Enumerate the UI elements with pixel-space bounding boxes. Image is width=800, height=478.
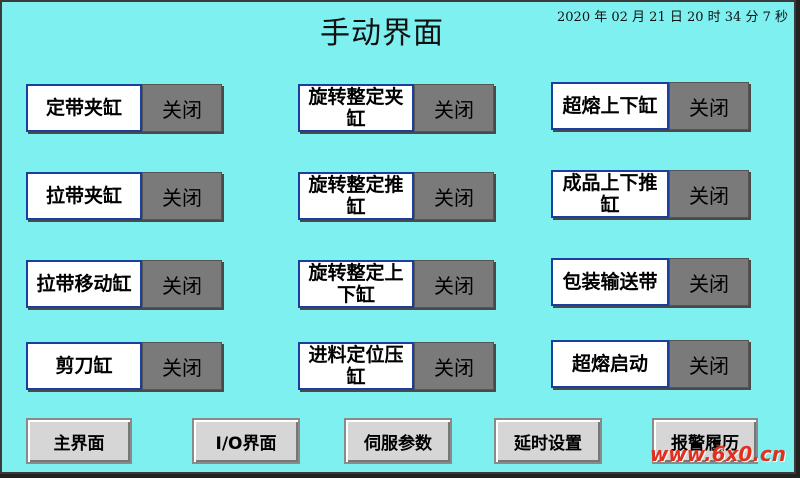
control-label: 超熔启动: [551, 340, 669, 388]
control-label: 定带夹缸: [26, 84, 142, 132]
control-label: 旋转整定夹缸: [298, 84, 414, 132]
control-label: 拉带移动缸: [26, 260, 142, 308]
control-label: 进料定位压缸: [298, 342, 414, 390]
delay-settings-button[interactable]: 延时设置: [494, 418, 602, 464]
watermark-text: www.6x0.cn: [649, 442, 786, 466]
toggle-button[interactable]: 关闭: [669, 258, 749, 306]
control-label: 成品上下推缸: [551, 170, 669, 218]
control-la-dai-jia-gang: 拉带夹缸 关闭: [26, 172, 222, 220]
control-jin-liao-ya-gang: 进料定位压缸 关闭: [298, 342, 494, 390]
control-label: 旋转整定推缸: [298, 172, 414, 220]
toggle-button[interactable]: 关闭: [142, 342, 222, 390]
control-cheng-pin-tui-gang: 成品上下推缸 关闭: [551, 170, 749, 218]
toggle-button[interactable]: 关闭: [414, 260, 494, 308]
toggle-button[interactable]: 关闭: [669, 170, 749, 218]
control-bao-zhuang-shu-song-dai: 包装输送带 关闭: [551, 258, 749, 306]
servo-params-button[interactable]: 伺服参数: [344, 418, 452, 464]
toggle-button[interactable]: 关闭: [142, 172, 222, 220]
toggle-button[interactable]: 关闭: [142, 84, 222, 132]
control-xuan-zhuan-shang-xia-gang: 旋转整定上下缸 关闭: [298, 260, 494, 308]
control-ding-dai-jia-gang: 定带夹缸 关闭: [26, 84, 222, 132]
control-label: 超熔上下缸: [551, 82, 669, 130]
control-label: 剪刀缸: [26, 342, 142, 390]
toggle-button[interactable]: 关闭: [669, 82, 749, 130]
control-label: 旋转整定上下缸: [298, 260, 414, 308]
control-chao-rong-shang-xia-gang: 超熔上下缸 关闭: [551, 82, 749, 130]
alarm-history-button[interactable]: 报警履历: [652, 418, 758, 464]
control-la-dai-yi-dong-gang: 拉带移动缸 关闭: [26, 260, 222, 308]
toggle-button[interactable]: 关闭: [414, 84, 494, 132]
io-screen-button[interactable]: I/O界面: [192, 418, 300, 464]
control-label: 拉带夹缸: [26, 172, 142, 220]
toggle-button[interactable]: 关闭: [142, 260, 222, 308]
datetime-display: 2020 年 02 月 21 日 20 时 34 分 7 秒: [557, 10, 788, 25]
main-screen-button[interactable]: 主界面: [26, 418, 132, 464]
toggle-button[interactable]: 关闭: [414, 342, 494, 390]
control-xuan-zhuan-jia-gang: 旋转整定夹缸 关闭: [298, 84, 494, 132]
page-title: 手动界面: [320, 16, 444, 51]
control-jian-dao-gang: 剪刀缸 关闭: [26, 342, 222, 390]
control-label: 包装输送带: [551, 258, 669, 306]
toggle-button[interactable]: 关闭: [414, 172, 494, 220]
control-chao-rong-qi-dong: 超熔启动 关闭: [551, 340, 749, 388]
toggle-button[interactable]: 关闭: [669, 340, 749, 388]
control-xuan-zhuan-tui-gang: 旋转整定推缸 关闭: [298, 172, 494, 220]
